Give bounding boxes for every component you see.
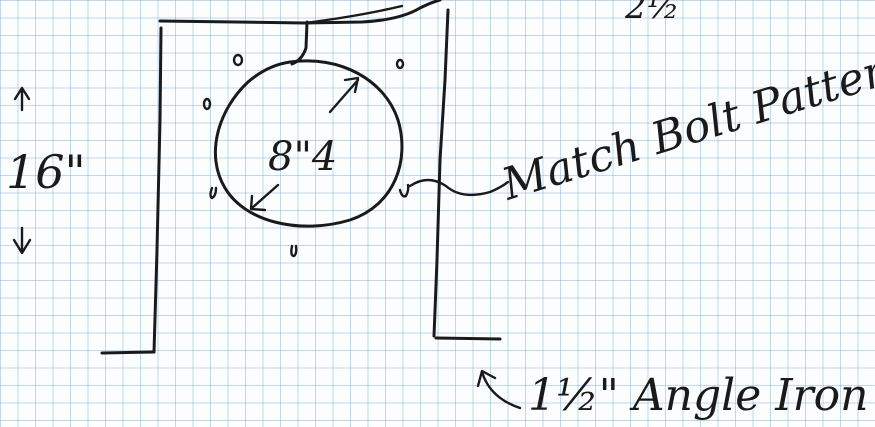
bolt-hole-lower-left — [209, 186, 218, 200]
diameter-arrow-lower — [249, 183, 280, 212]
height-arrow-up — [13, 86, 31, 112]
top-plate-edge — [158, 0, 442, 25]
bolt-hole-top-right — [395, 58, 405, 70]
bolt-hole-right — [398, 183, 410, 198]
center-circle — [213, 59, 404, 228]
diameter-label: 8"4 — [268, 134, 337, 180]
bolt-hole-top-left — [232, 53, 244, 67]
top-center-tab — [290, 20, 309, 66]
bolt-pattern-note: Match Bolt Pattern — [495, 37, 875, 210]
height-dimension-label: 16" — [6, 145, 86, 199]
height-arrow-down — [12, 226, 32, 255]
bolt-hole-left — [202, 97, 212, 111]
top-right-wire — [303, 4, 404, 25]
right-plate-edge — [432, 8, 450, 338]
bolt-pattern-leader — [408, 178, 510, 197]
left-angle-foot — [100, 350, 156, 355]
angle-iron-arrow — [476, 369, 522, 410]
corner-fraction-label: 2½ — [624, 0, 680, 27]
right-angle-foot — [434, 336, 502, 341]
angle-iron-note: 1½" Angle Iron — [528, 370, 868, 421]
diameter-arrow-upper — [328, 76, 360, 114]
bolt-hole-bottom — [290, 244, 298, 258]
left-plate-edge — [152, 26, 163, 354]
